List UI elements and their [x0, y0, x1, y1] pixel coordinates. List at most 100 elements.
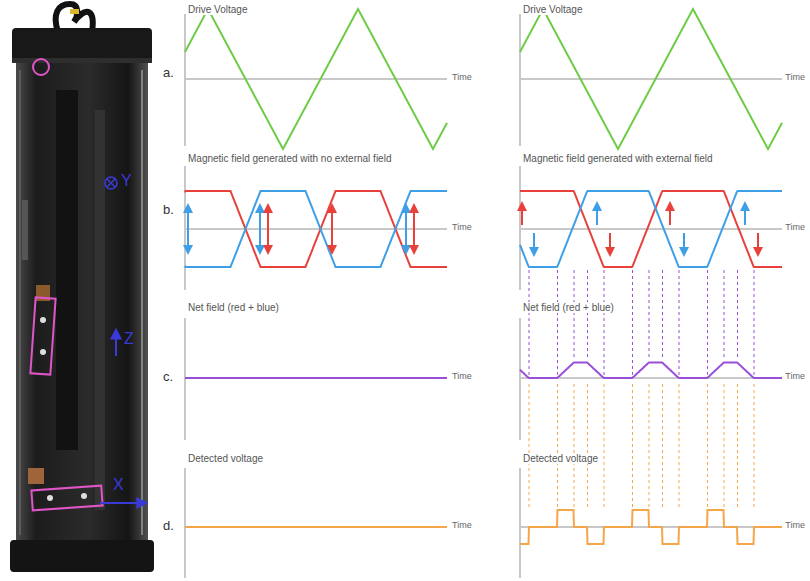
guide-line: [632, 384, 633, 508]
guide-line: [679, 270, 680, 375]
guide-line: [604, 270, 605, 375]
field-arrow: [405, 205, 407, 253]
row-letter: c.: [163, 370, 173, 384]
detected-voltage: [520, 510, 782, 544]
guide-line: [754, 384, 755, 508]
field-arrow: [413, 205, 415, 253]
detected-voltage: [185, 526, 447, 528]
guide-line: [574, 384, 575, 508]
panel-title: Detected voltage: [187, 453, 265, 464]
clear-tube: [16, 58, 148, 544]
tube-highlight: [141, 70, 143, 535]
field-arrow: [267, 205, 269, 253]
field-arrow: [669, 203, 671, 225]
screw: [40, 349, 46, 355]
axis-name: Time: [784, 223, 806, 233]
panel-title: Detected voltage: [522, 453, 600, 464]
guide-line: [557, 270, 558, 375]
guide-line: [754, 270, 755, 375]
core-a-field: [520, 191, 782, 267]
panel-title: Magnetic field generated with external f…: [522, 153, 715, 164]
value-axis: [184, 166, 186, 290]
field-arrow: [331, 205, 333, 253]
panel-title: Drive Voltage: [187, 4, 249, 15]
guide-line: [724, 270, 725, 360]
row-letter: b.: [163, 203, 174, 217]
guide-line: [557, 384, 558, 508]
axis-symbols: [100, 177, 146, 503]
guide-line: [679, 384, 680, 508]
row-letter: a.: [163, 66, 174, 80]
field-arrow: [533, 233, 535, 255]
guide-line: [707, 270, 708, 375]
value-axis: [519, 166, 521, 290]
bottom-cap: [10, 540, 154, 572]
into-page-symbol: [107, 179, 115, 187]
value-axis: [184, 468, 186, 578]
cable-band: [70, 9, 79, 14]
net-field: [185, 377, 447, 379]
field-arrow: [187, 205, 189, 253]
guide-line: [604, 384, 605, 508]
row-letter: d.: [163, 519, 174, 533]
field-arrow: [521, 203, 523, 225]
time-axis: [520, 78, 782, 80]
top-cap-rim: [12, 58, 152, 63]
axis-direction: X: [113, 476, 124, 494]
field-arrow: [596, 203, 598, 225]
core-b-field: [185, 191, 447, 267]
screw: [40, 317, 46, 323]
panel-title: Net field (red + blue): [522, 302, 616, 313]
sensor-photo: [10, 4, 154, 572]
screw: [81, 493, 87, 499]
field-arrow: [609, 233, 611, 255]
time-axis: [185, 526, 447, 528]
panel-title: Magnetic field generated with no externa…: [187, 153, 393, 164]
sensor-part: [28, 468, 44, 484]
cable: [56, 4, 93, 32]
guide-line: [632, 270, 633, 375]
guide-line: [649, 270, 650, 360]
axis-name: Time: [451, 223, 473, 233]
time-axis: [520, 228, 782, 230]
drive-wave: [185, 9, 447, 149]
drive-wave: [520, 9, 782, 149]
guide-line: [574, 270, 575, 360]
axis-name: Time: [451, 521, 473, 531]
guide-line: [587, 270, 588, 360]
into-page-symbol: [105, 177, 117, 189]
field-arrow: [259, 205, 261, 253]
guide-line: [724, 384, 725, 508]
guide-line: [649, 384, 650, 508]
tube-highlight: [19, 70, 21, 535]
field-arrow: [683, 233, 685, 255]
y-sensor-outline: [33, 59, 49, 75]
x-arrow: [100, 502, 146, 504]
core-b-field: [520, 191, 782, 267]
axis-name: Time: [451, 372, 473, 382]
field-arrow: [757, 233, 759, 255]
guide-line: [529, 270, 530, 375]
screw: [47, 495, 53, 501]
z-arrow: [115, 330, 117, 356]
inner-strip: [22, 200, 28, 260]
axis-name: Time: [784, 73, 806, 83]
inner-board: [56, 90, 78, 450]
guide-line: [662, 384, 663, 508]
panel-title: Drive Voltage: [522, 4, 584, 15]
panel-title: Net field (red + blue): [187, 302, 281, 313]
axis-direction: Y: [121, 172, 132, 190]
z-sensor-outline: [30, 297, 55, 374]
axis-direction: Z: [124, 330, 134, 348]
axis-name: Time: [784, 521, 806, 531]
value-axis: [519, 468, 521, 578]
signal-plots: [185, 9, 782, 578]
net-field: [520, 363, 782, 378]
core-a-field: [185, 191, 447, 267]
guide-line: [707, 384, 708, 508]
guide-line: [737, 270, 738, 360]
value-axis: [184, 14, 186, 146]
value-axis: [519, 318, 521, 440]
